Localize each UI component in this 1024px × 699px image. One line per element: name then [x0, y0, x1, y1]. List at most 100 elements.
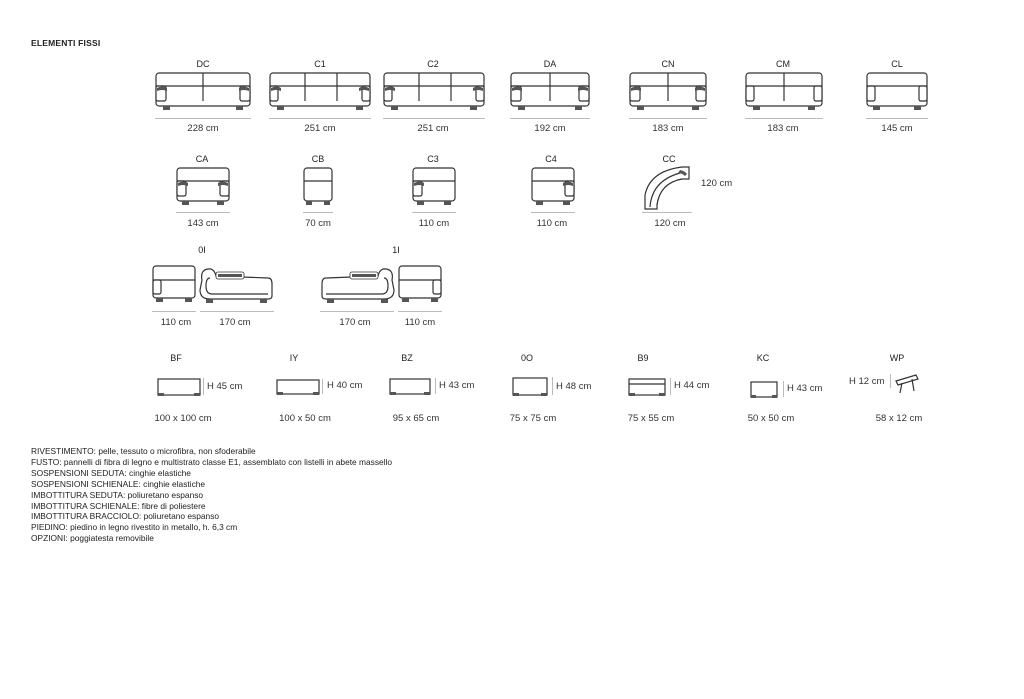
code-da: DA: [543, 59, 557, 69]
code-wp: WP: [889, 353, 905, 363]
dim-0i-b: 170 cm: [219, 317, 251, 328]
dim-line-c4: [531, 212, 575, 213]
code-ca: CA: [195, 154, 209, 164]
dim-c1: 251 cm: [304, 123, 336, 134]
sofa-cc-drawing: [644, 166, 690, 210]
height-iy: H 40 cm: [327, 380, 363, 391]
code-c2: C2: [427, 59, 439, 69]
sofa-da-drawing: [510, 72, 590, 110]
headrest-wp-drawing: [895, 374, 919, 394]
pouf-bf-drawing: [157, 378, 201, 396]
spec-opzioni: OPZIONI: poggiatesta removibile: [31, 533, 154, 544]
dim-ca: 143 cm: [187, 218, 219, 229]
pouf-bz-drawing: [389, 378, 431, 395]
dim-1i-b: 110 cm: [404, 317, 436, 328]
dim-line-ca: [176, 212, 230, 213]
dim-cn: 183 cm: [652, 123, 684, 134]
code-c3: C3: [427, 154, 439, 164]
dim-da: 192 cm: [534, 123, 566, 134]
dim-line-cm: [745, 118, 823, 119]
sofa-1i-chaise-drawing: [321, 268, 395, 303]
dim-c4: 110 cm: [536, 218, 568, 229]
code-bz: BZ: [401, 353, 413, 363]
code-bf: BF: [170, 353, 182, 363]
code-0i: 0I: [198, 245, 206, 255]
dim-b9: 75 x 55 cm: [627, 413, 675, 424]
pouf-kc-drawing: [750, 381, 778, 398]
code-iy: IY: [289, 353, 299, 363]
dim-line-cc: [642, 212, 692, 213]
sofa-dc-drawing: [155, 72, 251, 110]
height-bf: H 45 cm: [207, 381, 243, 392]
dim-bf: 100 x 100 cm: [154, 413, 212, 424]
height-line-bz: [435, 378, 436, 394]
code-c1: C1: [314, 59, 326, 69]
spec-list: RIVESTIMENTO: pelle, tessuto o microfibr…: [31, 446, 392, 544]
dim-bz: 95 x 65 cm: [392, 413, 440, 424]
dim-line-0i-b: [200, 311, 274, 312]
dim-line-1i-b: [398, 311, 442, 312]
spec-sospensioni-seduta: SOSPENSIONI SEDUTA: cinghie elastiche: [31, 467, 191, 478]
sofa-0i-left-drawing: [152, 265, 196, 302]
sofa-0i-chaise-drawing: [199, 268, 273, 303]
height-b9: H 44 cm: [674, 380, 710, 391]
code-cl: CL: [891, 59, 903, 69]
height-line-wp: [890, 374, 891, 388]
pouf-0o-drawing: [512, 377, 548, 396]
dim-wp: 58 x 12 cm: [875, 413, 923, 424]
code-kc: KC: [756, 353, 770, 363]
sofa-cm-drawing: [745, 72, 823, 110]
height-wp: H 12 cm: [849, 376, 885, 387]
sofa-1i-right-drawing: [398, 265, 442, 302]
dim-line-1i-a: [320, 311, 394, 312]
spec-piedino: PIEDINO: piedino in legno rivestito in m…: [31, 522, 238, 533]
code-cb: CB: [311, 154, 325, 164]
dim-line-c3: [412, 212, 456, 213]
sofa-c3-drawing: [412, 167, 456, 205]
height-line-iy: [322, 379, 323, 394]
code-b9: B9: [637, 353, 649, 363]
dim-0o: 75 x 75 cm: [509, 413, 557, 424]
dim-line-da: [510, 118, 590, 119]
dim-line-0i-a: [152, 311, 196, 312]
code-c4: C4: [545, 154, 557, 164]
pouf-iy-drawing: [276, 379, 320, 395]
spec-imbottitura-schienale: IMBOTTITURA SCHIENALE: fibre di polieste…: [31, 500, 206, 511]
pouf-b9-drawing: [628, 378, 666, 396]
spec-rivestimento: RIVESTIMENTO: pelle, tessuto o microfibr…: [31, 446, 256, 456]
sofa-cn-drawing: [629, 72, 707, 110]
dim-cb: 70 cm: [305, 218, 331, 229]
code-cm: CM: [776, 59, 790, 69]
section-title: ELEMENTI FISSI: [31, 38, 101, 48]
dim-kc: 50 x 50 cm: [747, 413, 795, 424]
dim-0i-a: 110 cm: [160, 317, 192, 328]
spec-imbottitura-bracciolo: IMBOTTITURA BRACCIOLO: poliuretano espan…: [31, 511, 220, 522]
spec-imbottitura-seduta: IMBOTTITURA SEDUTA: poliuretano espanso: [31, 489, 204, 500]
dim-cc: 120 cm: [654, 218, 686, 229]
dim-dc: 228 cm: [187, 123, 219, 134]
sofa-c2-drawing: [383, 72, 485, 110]
dim-side-cc: 120 cm: [701, 178, 733, 189]
sofa-c1-drawing: [269, 72, 371, 110]
height-kc: H 43 cm: [787, 383, 823, 394]
spec-fusto: FUSTO: pannelli di fibra di legno e mult…: [31, 456, 393, 467]
height-bz: H 43 cm: [439, 380, 475, 391]
code-dc: DC: [196, 59, 210, 69]
dim-line-cb: [303, 212, 333, 213]
height-line-b9: [670, 378, 671, 395]
dim-line-dc: [155, 118, 251, 119]
sofa-c4-drawing: [531, 167, 575, 205]
dim-cl: 145 cm: [881, 123, 913, 134]
dim-line-c2: [383, 118, 485, 119]
dim-line-c1: [269, 118, 371, 119]
code-0o: 0O: [520, 353, 533, 363]
code-cc: CC: [662, 154, 676, 164]
sofa-ca-drawing: [176, 167, 230, 205]
height-line-kc: [783, 381, 784, 397]
dim-line-cn: [629, 118, 707, 119]
dim-line-cl: [866, 118, 928, 119]
code-1i: 1I: [392, 245, 400, 255]
height-line-0o: [552, 377, 553, 395]
height-line-bf: [203, 378, 204, 395]
code-cn: CN: [661, 59, 675, 69]
